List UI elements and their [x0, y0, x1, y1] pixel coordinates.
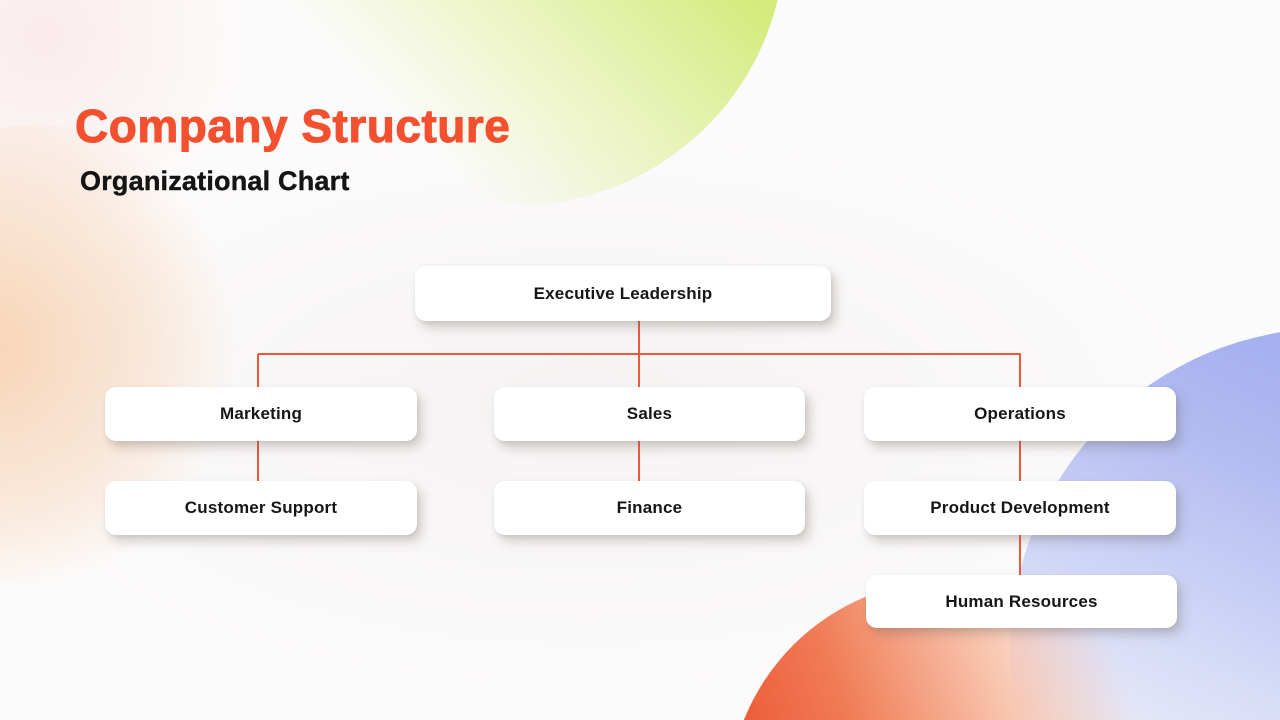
org-node-label: Finance — [616, 498, 683, 517]
org-node-customer-support: Customer Support — [105, 481, 417, 535]
connector-branch-to-sales — [638, 354, 640, 387]
connector-branch-to-operations — [1019, 354, 1021, 387]
org-node-executive-leadership: Executive Leadership — [415, 266, 831, 321]
connector-exec-to-branch — [638, 321, 640, 354]
connector-product-development-to-human-resources — [1019, 535, 1021, 575]
connector-marketing-to-customer-support — [257, 441, 259, 481]
org-node-label: Operations — [974, 404, 1066, 423]
slide-subtitle: Organizational Chart — [80, 166, 350, 196]
org-node-operations: Operations — [864, 387, 1176, 441]
org-node-label: Sales — [626, 404, 673, 423]
connector-sales-to-finance — [638, 441, 640, 481]
org-node-label: Human Resources — [945, 591, 1098, 611]
org-node-sales: Sales — [494, 387, 805, 441]
slide-title: Company Structure — [74, 100, 511, 153]
org-node-product-development: Product Development — [864, 481, 1176, 535]
org-node-label: Customer Support — [184, 498, 338, 517]
connector-operations-to-product-development — [1019, 441, 1021, 481]
org-node-human-resources: Human Resources — [866, 575, 1177, 628]
org-node-label: Executive Leadership — [533, 283, 713, 303]
org-node-label: Marketing — [219, 404, 303, 423]
org-node-finance: Finance — [494, 481, 805, 535]
connector-branch-to-marketing — [257, 354, 259, 387]
org-node-label: Product Development — [930, 498, 1110, 517]
org-node-marketing: Marketing — [105, 387, 417, 441]
